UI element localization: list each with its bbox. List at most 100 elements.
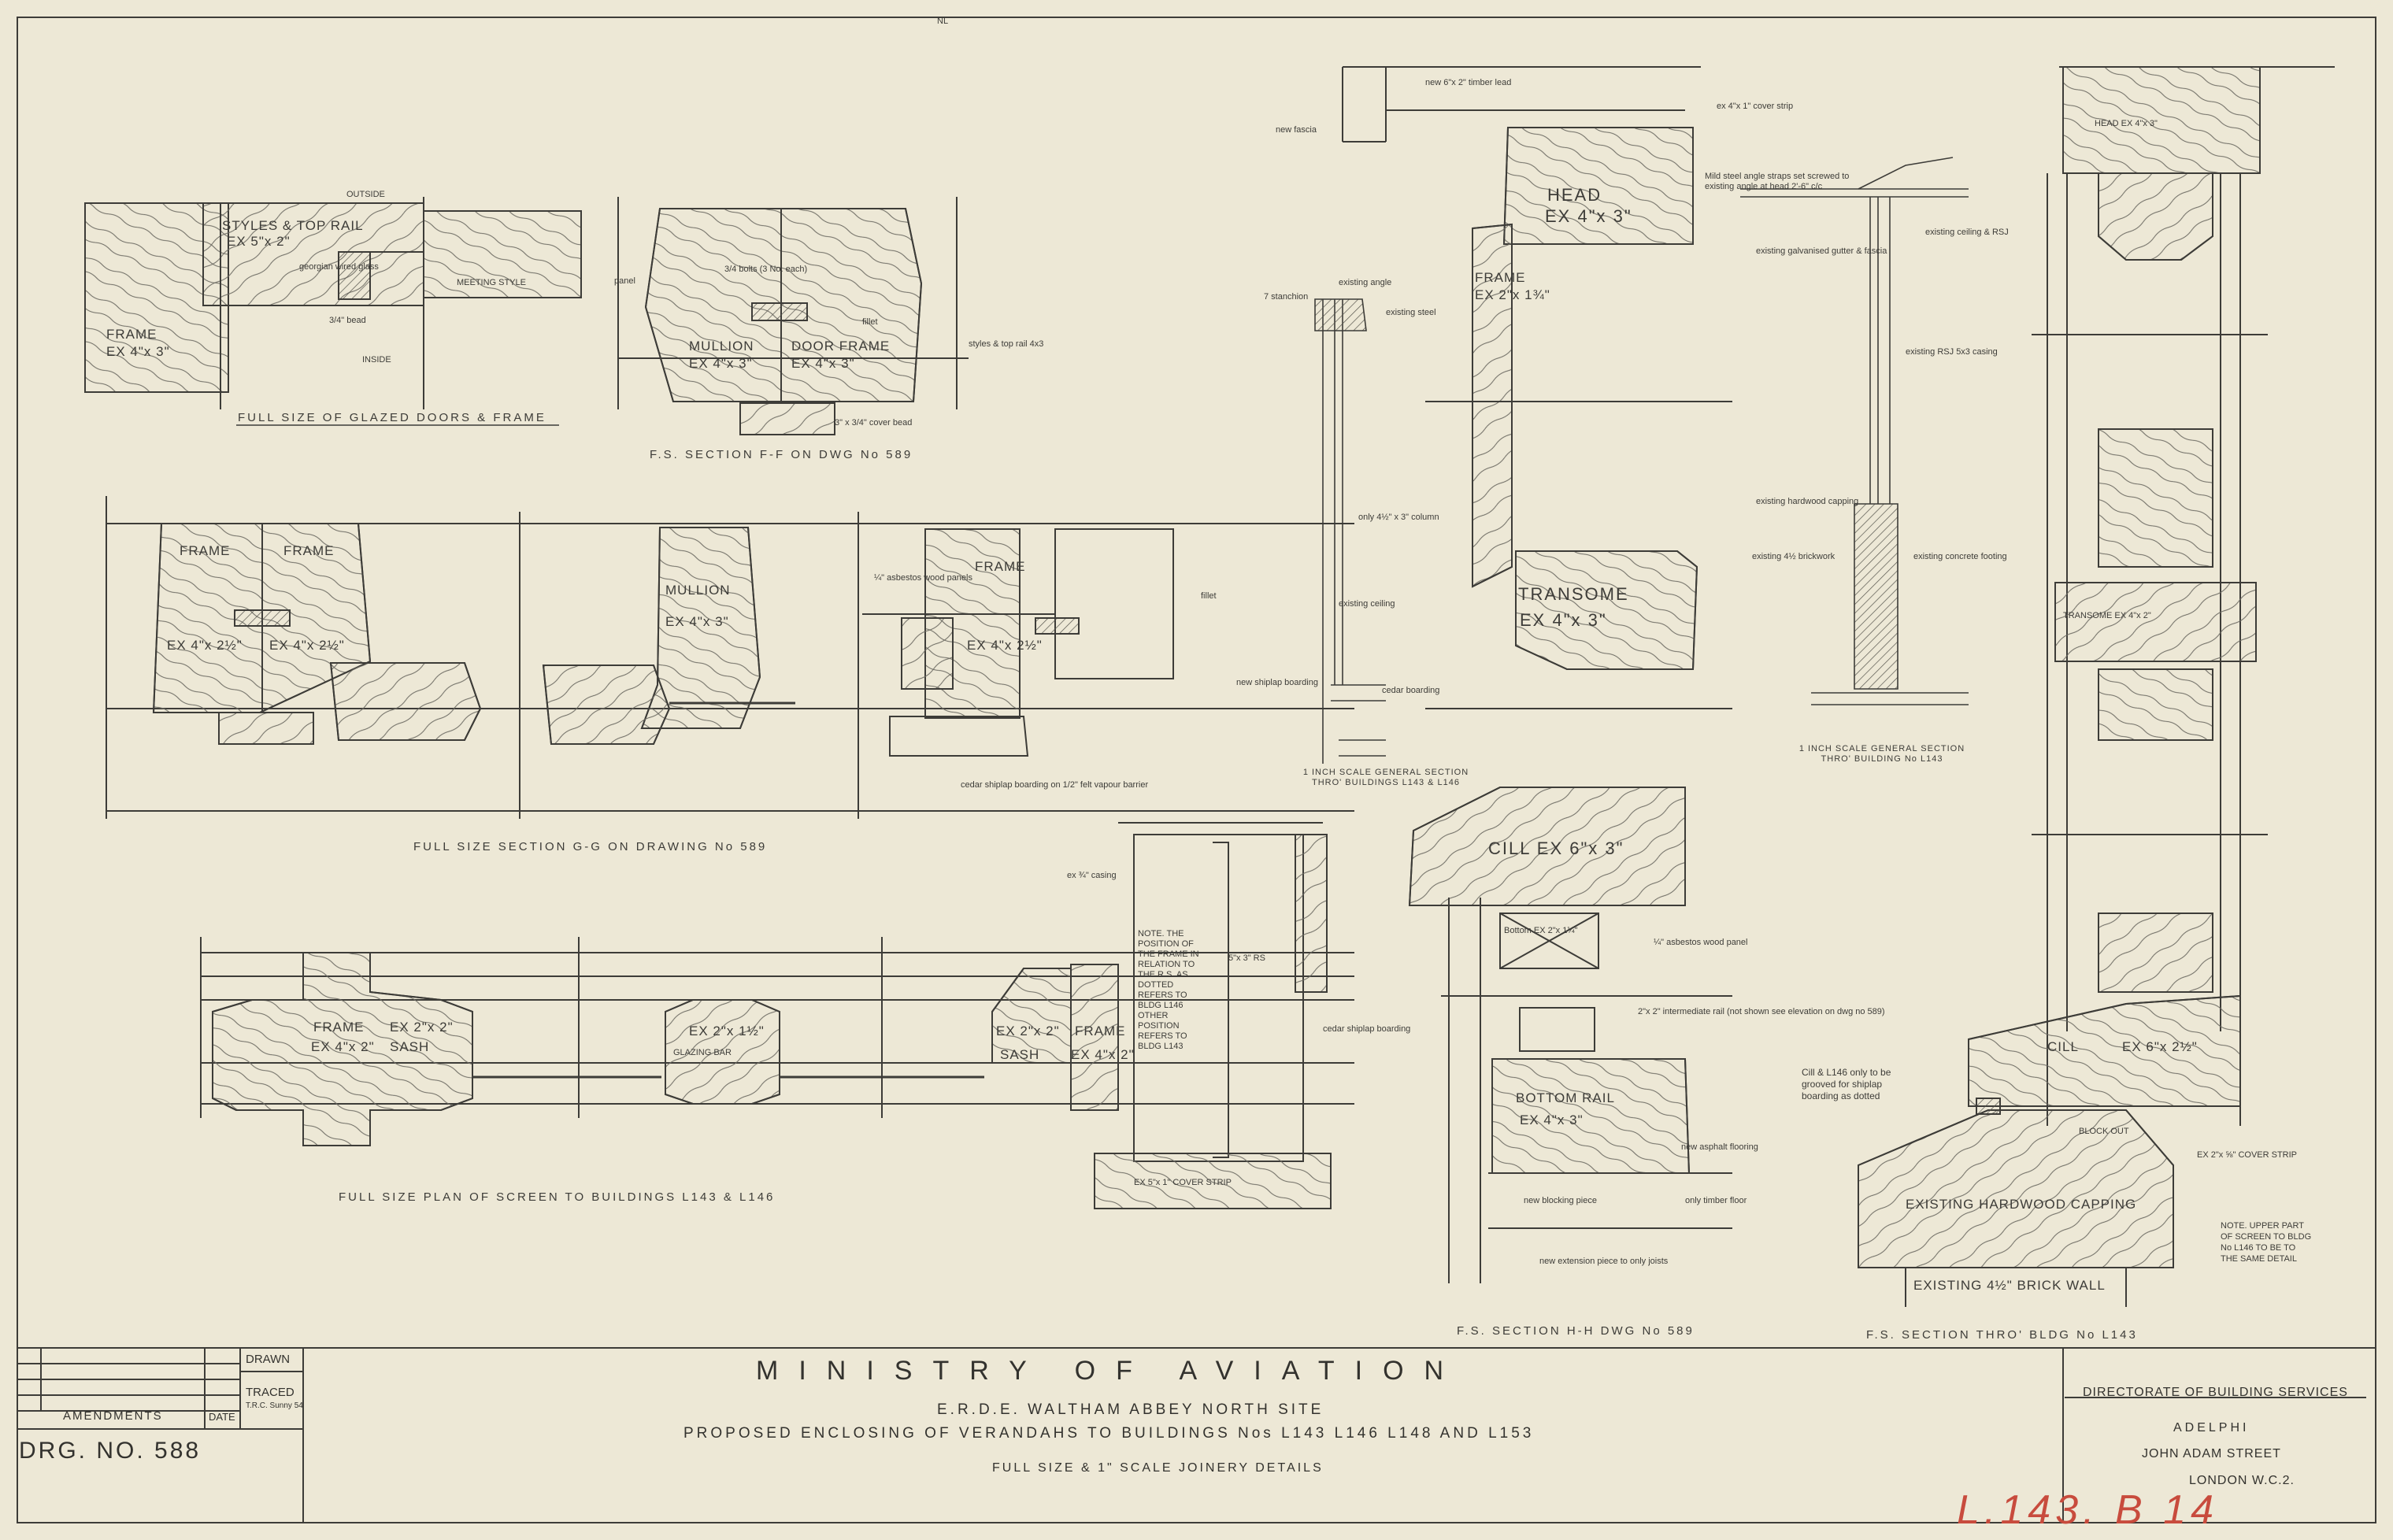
label-hh-bottom-ex: Bottom EX 2"x 1¼" [1504,926,1578,935]
label-sp-sash-label: SASH [390,1039,429,1054]
caption-section-l143: F.S. SECTION THRO' BLDG No L143 [1866,1328,2138,1342]
caption-section-ff: F.S. SECTION F-F ON DWG No 589 [650,448,913,461]
note-hh-mild-steel: Mild steel angle straps set screwed to e… [1705,172,1849,191]
note-sp-cover-strip: EX 5"x 1" COVER STRIP [1134,1178,1232,1187]
caption-screen-plan: FULL SIZE PLAN OF SCREEN TO BUILDINGS L1… [339,1190,775,1204]
note-gg-asbestos: ¼" asbestos wood panels [874,573,972,583]
title-block-frame [17,1347,2376,1523]
label-gg-frame-left: FRAME [180,543,231,558]
label-meeting-style: MEETING STYLE [457,278,526,287]
label-inside: INSIDE [362,355,391,365]
label-gg-frame-right: FRAME [283,543,335,558]
sheet-mark: NL [937,17,948,26]
note-l143-cill: Cill & L146 only to be grooved for shipl… [1802,1067,1891,1101]
detail-section-ff [617,197,969,435]
note-hh-asbestos: ¼" asbestos wood panel [1654,938,1748,947]
note-hh-asphalt: new asphalt flooring [1681,1142,1758,1152]
label-l143-cill: CILL [2047,1039,2079,1054]
note-sp-cedar: cedar shiplap boarding [1323,1024,1410,1034]
note-gs1-stanchion: 7 stanchion [1264,292,1308,302]
note-hh-cover-strip: ex 4"x 1" cover strip [1717,102,1793,111]
note-hh-intermediate: 2"x 2" intermediate rail (not shown see … [1638,1007,1885,1016]
label-gg-frame-right-size: EX 4"x 2½" [269,638,345,653]
note-hh-new-blocking: new blocking piece [1524,1196,1597,1205]
label-outside: OUTSIDE [346,190,385,199]
detail-general-section-2 [1740,157,1969,705]
title-site: E.R.D.E. WALTHAM ABBEY NORTH SITE [937,1401,1324,1418]
label-sp-frame-right-size: EX 4"x 2" [1071,1047,1135,1062]
note-gs1-ceiling: existing ceiling [1339,599,1395,609]
title-scale: FULL SIZE & 1" SCALE JOINERY DETAILS [992,1461,1324,1475]
label-gg-mullion-size: EX 4"x 3" [665,614,729,629]
note-hh-extension: new extension piece to only joists [1539,1257,1669,1266]
label-styles: STYLES & TOP RAIL [222,218,364,233]
label-ff-mullion: MULLION [689,339,754,354]
note-ff-bolts: 3/4 bolts (3 No. each) [724,265,807,274]
note-gs1-shiplap: new shiplap boarding [1236,678,1318,687]
label-sp-frame-size: EX 4"x 2" [311,1039,375,1054]
note-gs2-gutter: existing galvanised gutter & fascia [1756,246,1887,256]
note-l143-upper: NOTE. UPPER PART OF SCREEN TO BLDG No L1… [2221,1221,2311,1264]
label-hh-cill: CILL EX 6"x 3" [1488,838,1624,858]
note-gs2-footing: existing concrete footing [1913,552,2007,561]
note-gs2-rsj: existing RSJ 5x3 casing [1906,347,1998,357]
caption-general-section-1: 1 INCH SCALE GENERAL SECTION THRO' BUILD… [1303,768,1468,787]
label-hh-bottom-rail-size: EX 4"x 3" [1520,1112,1584,1127]
label-sp-frame-right: FRAME [1075,1024,1126,1038]
address-adelphi: ADELPHI [2173,1421,2250,1434]
label-ff-door-frame-size: EX 4"x 3" [791,356,855,371]
detail-section-l143 [1858,66,2335,1307]
note-gs1-column: only 4½" x 3" column [1358,513,1439,522]
drawn-label: DRAWN [246,1353,291,1366]
label-hh-head-size: EX 4"x 3" [1545,206,1632,226]
detail-general-section-1 [1314,298,1386,764]
note-glass: georgian wired glass [299,262,379,272]
note-hh-new-lead: new 6"x 2" timber lead [1425,78,1511,87]
caption-section-hh: F.S. SECTION H-H DWG No 589 [1457,1324,1695,1338]
directorate-label: DIRECTORATE OF BUILDING SERVICES [2083,1386,2348,1399]
detail-section-hh [1342,66,1732,1283]
note-sp-position: NOTE. THE POSITION OF THE FRAME IN RELAT… [1138,929,1199,1051]
label-sp-sash-right: EX 2"x 2" [996,1024,1060,1038]
note-gs1-steel: existing steel [1386,308,1436,317]
traced-label: TRACED [246,1386,294,1399]
label-hh-bottom-rail: BOTTOM RAIL [1516,1090,1615,1105]
detail-section-gg [106,496,1354,819]
label-sp-sash-right-label: SASH [1000,1047,1039,1062]
label-gg-mullion: MULLION [665,583,731,598]
note-hh-new-fascia: new fascia [1276,125,1317,135]
note-gs1-angle: existing angle [1339,278,1391,287]
note-sp-rs: 5"x 3" RS [1228,953,1265,963]
label-hh-transome-size: EX 4"x 3" [1520,610,1607,630]
label-l143-brick: EXISTING 4½" BRICK WALL [1913,1278,2106,1293]
label-gg-frame-c-size: EX 4"x 2½" [967,638,1043,653]
note-ff-fillet: fillet [862,317,878,327]
label-hh-transome: TRANSOME [1518,584,1629,604]
note-gs2-brickwork: existing 4½ brickwork [1752,552,1835,561]
date-label: DATE [209,1411,235,1423]
label-gg-frame-left-size: EX 4"x 2½" [167,638,243,653]
label-l143-cover-strip: EX 2"x ⅝" COVER STRIP [2197,1150,2297,1160]
note-ff-cover: 3" x 3/4" cover bead [835,418,912,428]
title-ministry: MINISTRY OF AVIATION [756,1356,1465,1386]
label-l143-cill-size: EX 6"x 2½" [2122,1039,2198,1054]
caption-glazed-doors: FULL SIZE OF GLAZED DOORS & FRAME [238,411,546,424]
label-styles-size: EX 5"x 2" [227,234,291,249]
note-sp-casing: ex ¾" casing [1067,871,1117,880]
traced-initials: T.R.C. Sunny 54 [246,1401,303,1410]
detail-glazed-doors [84,197,582,409]
label-l143-head: HEAD EX 4"x 3" [2095,119,2158,128]
note-gg-cedar: cedar shiplap boarding on 1/2" felt vapo… [961,780,1148,790]
caption-section-gg: FULL SIZE SECTION G-G ON DRAWING No 589 [413,840,767,853]
note-bead: 3/4" bead [329,316,366,325]
label-sp-frame: FRAME [313,1020,365,1035]
detail-screen-plan [200,822,1354,1209]
caption-general-section-2: 1 INCH SCALE GENERAL SECTION THRO' BUILD… [1799,744,1964,764]
label-gg-frame-c: FRAME [975,559,1026,574]
drawing-number: DRG. NO. 588 [19,1438,202,1464]
note-ff-styles: styles & top rail 4x3 [969,339,1043,349]
label-sp-glazing-bar: EX 2"x 1½" [689,1024,765,1038]
label-ff-door-frame: DOOR FRAME [791,339,890,354]
label-hh-frame-size: EX 2"x 1¾" [1475,287,1550,302]
